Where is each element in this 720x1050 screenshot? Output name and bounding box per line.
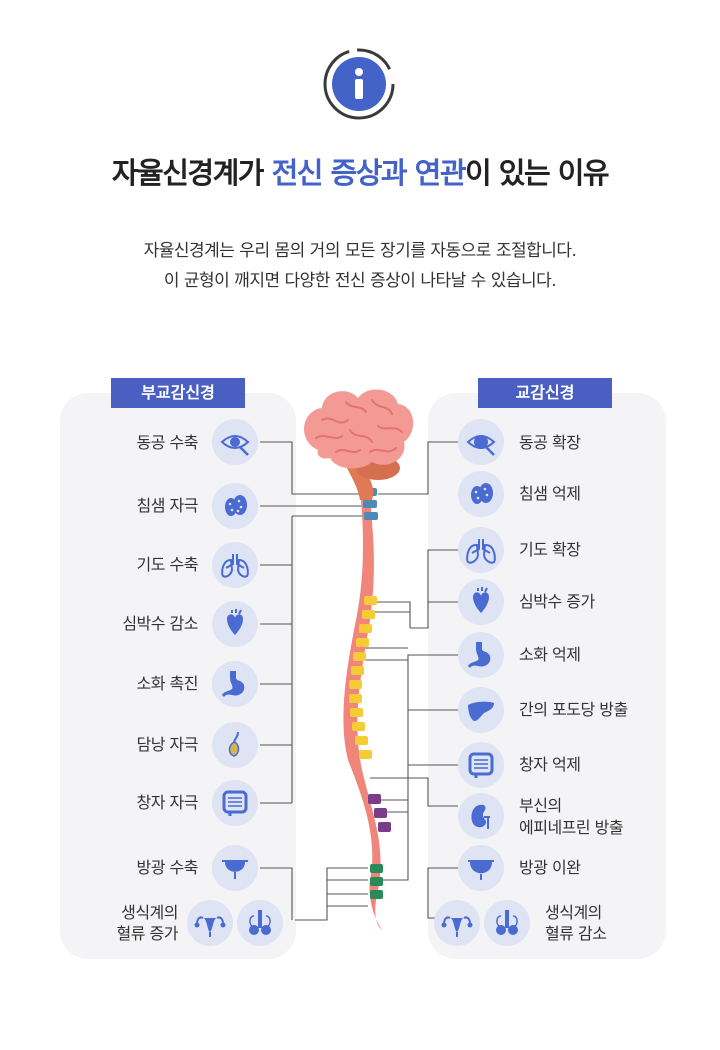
stomach-icon (458, 632, 504, 678)
spine-segment-purple (378, 822, 391, 832)
page-title: 자율신경계가 전신 증상과 연관이 있는 이유 (111, 156, 610, 190)
sym-label-heart: 심박수 증가 (519, 592, 595, 611)
para-label-salivary: 침샘 자극 (136, 496, 199, 515)
sym-label-pupil: 동공 확장 (519, 433, 581, 452)
intestine-icon (212, 780, 258, 826)
spine-segment-green (370, 864, 383, 873)
brain-icon (304, 389, 414, 500)
spine-segment-yellow (355, 736, 368, 745)
spine-segment-yellow (362, 610, 375, 619)
spine-segment-yellow (352, 722, 365, 731)
sym-label-bladder: 방광 이완 (519, 858, 581, 877)
spine-segment-green (370, 877, 383, 886)
para-label-reproductive: 생식계의 혈류 증가 (116, 903, 179, 943)
bladder-icon (458, 845, 504, 891)
para-label-bladder: 방광 수축 (136, 858, 199, 877)
description: 자율신경계는 우리 몸의 거의 모든 장기를 자동으로 조절합니다. 이 균형이… (0, 236, 720, 296)
spine-segment-blue (364, 512, 378, 520)
spine-segment-yellow (356, 638, 369, 647)
spine-segment-green (370, 890, 383, 899)
uterus-icon (434, 900, 480, 946)
spine-segment-yellow (350, 708, 363, 717)
male-reproductive-icon (237, 900, 283, 946)
bladder-icon (212, 845, 258, 891)
spine-segment-yellow (349, 694, 362, 703)
para-label-intestine: 창자 자극 (136, 793, 199, 812)
para-label-airway: 기도 수축 (136, 555, 199, 574)
sym-label-digestion: 소화 억제 (519, 645, 581, 664)
eye-icon (212, 419, 258, 465)
connector-lines (260, 441, 458, 921)
sym-label-salivary: 침샘 억제 (519, 484, 581, 503)
title-highlight: 전신 증상과 연관 (271, 156, 467, 190)
para-label-gallbladder: 담낭 자극 (136, 735, 199, 754)
spine-segment-purple (374, 808, 387, 818)
spine-segment-yellow (364, 596, 377, 605)
parasympathetic-title: 부교감신경 (111, 378, 245, 408)
heart-icon (458, 579, 504, 625)
spine-segment-yellow (359, 624, 372, 633)
kidney-icon (458, 793, 504, 839)
sympathetic-title: 교감신경 (478, 378, 612, 408)
sym-label-reproductive: 생식계의 혈류 감소 (545, 903, 607, 943)
spine-segment-blue (363, 500, 377, 508)
spine-segment-purple (368, 794, 381, 804)
spine-segment-yellow (351, 666, 364, 675)
sym-label-liver: 간의 포도당 방출 (519, 700, 628, 719)
spinal-cord (343, 470, 382, 930)
spine-segment-yellow (359, 750, 372, 759)
intestine-icon (458, 742, 504, 788)
description-line-2: 이 균형이 깨지면 다양한 전신 증상이 나타날 수 있습니다. (163, 271, 557, 291)
description-line-1: 자율신경계는 우리 몸의 거의 모든 장기를 자동으로 조절합니다. (143, 241, 577, 261)
spine-segment-yellow (349, 680, 362, 689)
lungs-icon (458, 527, 504, 573)
info-icon (322, 47, 396, 121)
eye-icon (458, 419, 504, 465)
stomach-icon (212, 661, 258, 707)
heart-icon (212, 601, 258, 647)
sym-label-intestine: 창자 억제 (519, 755, 581, 774)
male-reproductive-icon (484, 900, 530, 946)
para-label-pupil: 동공 수축 (136, 433, 199, 452)
liver-icon (458, 687, 504, 733)
salivary-gland-icon (458, 471, 504, 517)
sym-label-adrenal: 부신의 에피네프린 방출 (519, 796, 624, 837)
sym-label-airway: 기도 확장 (519, 540, 581, 559)
para-label-digestion: 소화 촉진 (136, 674, 199, 693)
para-label-heart: 심박수 감소 (122, 614, 198, 633)
gallbladder-icon (212, 722, 258, 768)
lungs-icon (212, 542, 258, 588)
salivary-gland-icon (212, 483, 258, 529)
uterus-icon (187, 900, 233, 946)
spine-segment-yellow (353, 652, 366, 661)
